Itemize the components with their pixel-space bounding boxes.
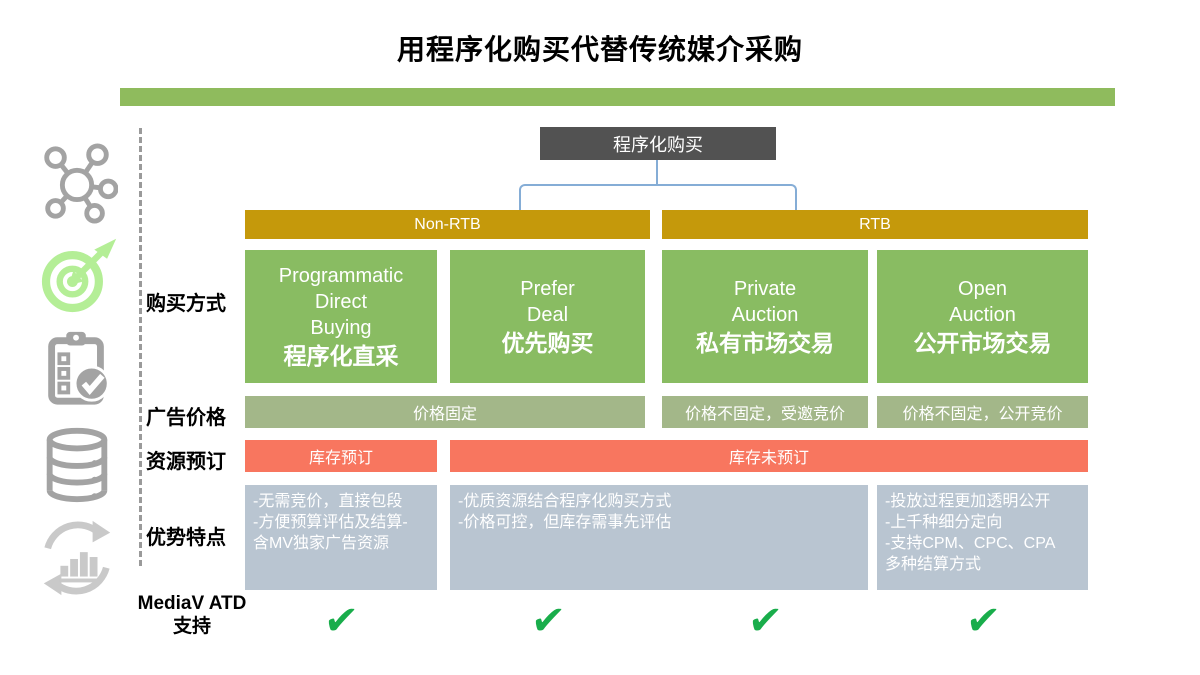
method-cn-label: 程序化直采 bbox=[283, 342, 399, 369]
advantage-cell-open: -投放过程更加透明公开 -上千种细分定向 -支持CPM、CPC、CPA 多种结算… bbox=[877, 485, 1088, 590]
connector-stem bbox=[656, 160, 658, 185]
row-label-advantages: 优势特点 bbox=[146, 527, 226, 549]
database-icon bbox=[36, 423, 118, 507]
price-cell-fixed: 价格固定 bbox=[245, 396, 645, 428]
check-icon: ✔ bbox=[963, 599, 1003, 643]
method-open-auction: Open Auction 公开市场交易 bbox=[877, 250, 1088, 383]
method-cn-label: 优先购买 bbox=[501, 329, 594, 356]
price-cell-open-bidding: 价格不固定，公开竞价 bbox=[877, 396, 1088, 428]
mediav-support-line2: 支持 bbox=[172, 616, 211, 637]
clipboard-checklist-icon bbox=[36, 326, 118, 410]
page-title: 用程序化购买代替传统媒介采购 bbox=[396, 34, 803, 65]
advantage-cell-direct: -无需竞价，直接包段 -方便预算评估及结算- 含MV独家广告资源 bbox=[245, 485, 437, 590]
method-programmatic-direct: Programmatic Direct Buying 程序化直采 bbox=[245, 250, 437, 383]
analytics-cycle-icon bbox=[36, 516, 118, 600]
method-cn-label: 公开市场交易 bbox=[913, 329, 1052, 356]
row-label-mediav-support: MediaV ATD 支持 bbox=[122, 592, 262, 638]
row-label-buying-method: 购买方式 bbox=[146, 293, 226, 315]
title-underline-bar bbox=[120, 88, 1115, 106]
booking-cell-unreserved: 库存未预订 bbox=[450, 440, 1088, 472]
connector-bracket bbox=[519, 184, 797, 212]
method-en-label: Programmatic Direct Buying bbox=[278, 264, 404, 339]
row-label-ad-price: 广告价格 bbox=[146, 407, 226, 429]
check-icon: ✔ bbox=[745, 599, 785, 643]
row-label-resource-booking: 资源预订 bbox=[146, 451, 226, 473]
booking-cell-reserved: 库存预订 bbox=[245, 440, 437, 472]
method-prefer-deal: Prefer Deal 优先购买 bbox=[450, 250, 645, 383]
method-en-label: Open Auction bbox=[949, 277, 1016, 326]
divider-dashed-line bbox=[139, 128, 142, 566]
network-icon bbox=[36, 141, 118, 225]
root-node: 程序化购买 bbox=[540, 127, 776, 160]
check-icon: ✔ bbox=[321, 599, 361, 643]
method-private-auction: Private Auction 私有市场交易 bbox=[662, 250, 868, 383]
mediav-support-line1: MediaV ATD bbox=[137, 593, 247, 614]
target-arrow-icon bbox=[36, 235, 118, 319]
method-en-label: Prefer Deal bbox=[520, 277, 575, 326]
method-cn-label: 私有市场交易 bbox=[696, 329, 834, 356]
branch-rtb: RTB bbox=[662, 210, 1088, 239]
advantage-cell-middle: -优质资源结合程序化购买方式 -价格可控，但库存需事先评估 bbox=[450, 485, 868, 590]
check-icon: ✔ bbox=[528, 599, 568, 643]
method-en-label: Private Auction bbox=[731, 277, 799, 326]
price-cell-invited-bidding: 价格不固定，受邀竞价 bbox=[662, 396, 868, 428]
branch-non-rtb: Non-RTB bbox=[245, 210, 650, 239]
